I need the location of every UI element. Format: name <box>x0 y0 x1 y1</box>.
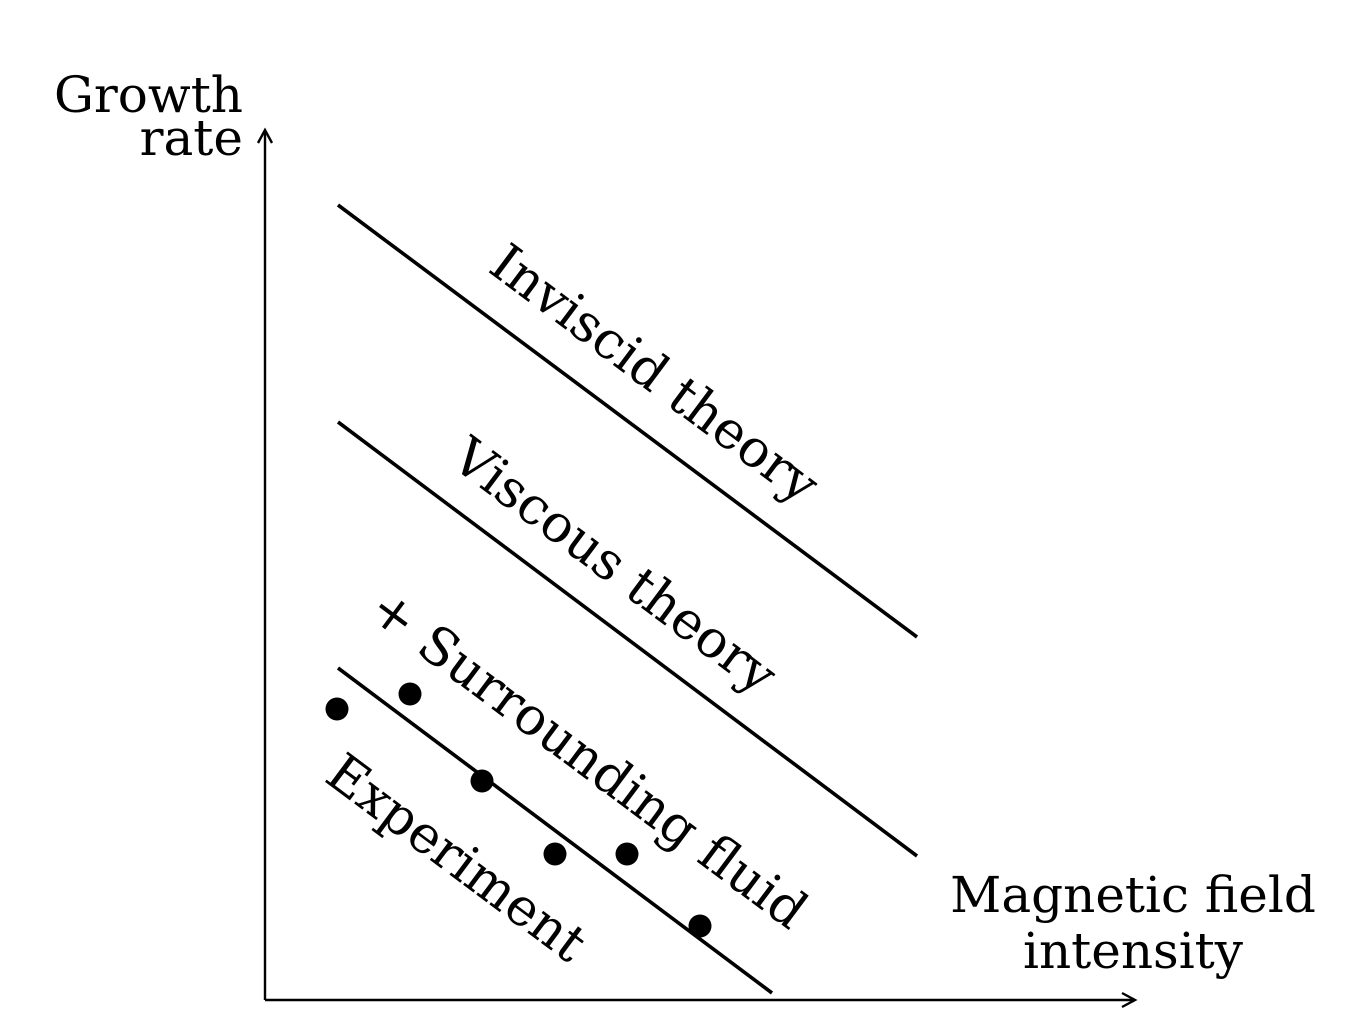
experiment-point <box>470 769 494 793</box>
theory-lines <box>336 203 919 995</box>
x-axis-arrowhead <box>1121 991 1138 1009</box>
y-axis-arrowhead <box>256 127 274 144</box>
experiment-points <box>325 682 712 938</box>
experiment-point <box>325 697 349 721</box>
axes <box>256 127 1138 1009</box>
experiment-point <box>615 842 639 866</box>
experiment-point <box>398 682 422 706</box>
y-axis-label-line2: rate <box>140 109 243 167</box>
y-axis-label-line1: Growth <box>54 66 243 124</box>
experiment-point <box>688 914 712 938</box>
experiment-point <box>543 842 567 866</box>
inviscid-theory-line <box>336 203 919 639</box>
viscous-theory-line <box>336 420 919 858</box>
x-axis-label-line1: Magnetic field <box>950 866 1316 924</box>
x-axis-label-line2: intensity <box>1023 922 1244 980</box>
surrounding-fluid-line <box>336 666 774 995</box>
